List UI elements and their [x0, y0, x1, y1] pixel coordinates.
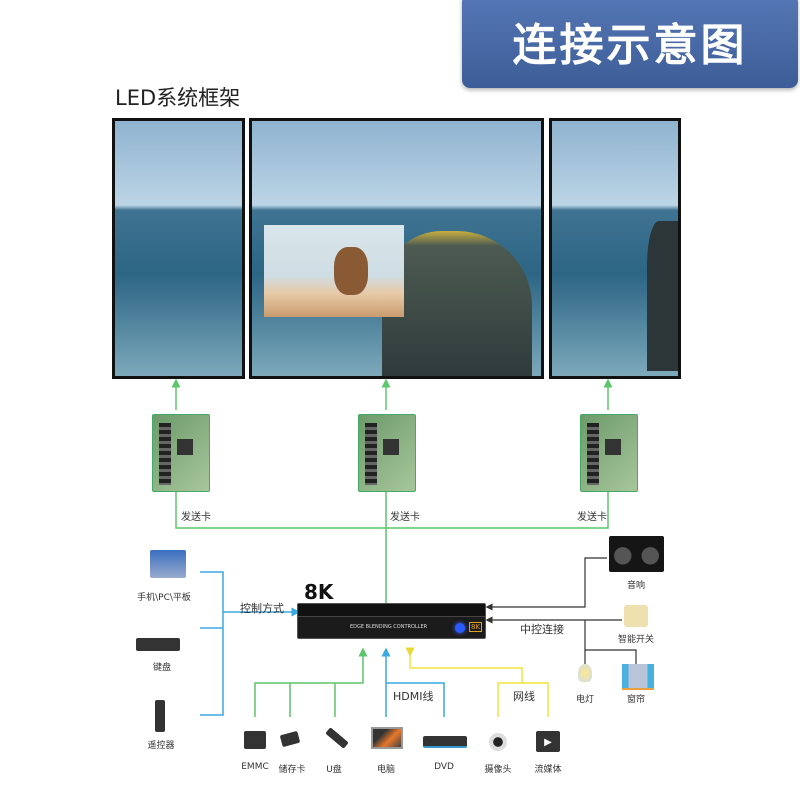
curtain-icon	[622, 664, 654, 690]
control-method-label: 控制方式	[240, 602, 284, 615]
edge-blending-controller: EDGE BLENDING CONTROLLER 8K	[297, 603, 486, 639]
frame-title: LED系统框架	[115, 86, 241, 110]
sender-card-label: 发送卡	[390, 512, 420, 523]
device-label: 遥控器	[147, 741, 175, 751]
controller-logo: 8K	[469, 622, 483, 632]
light-bulb-icon	[578, 664, 592, 682]
laptop-icon	[371, 727, 403, 749]
led-screen-left	[112, 118, 245, 379]
chipmunk-image	[264, 225, 404, 317]
sender-card-label: 发送卡	[577, 512, 607, 523]
device-label: DVD	[434, 762, 454, 772]
device-label: 窗帘	[626, 695, 646, 705]
power-button[interactable]	[455, 623, 465, 633]
sender-card-label: 发送卡	[181, 512, 211, 523]
led-screen-right	[549, 118, 681, 379]
speaker-icon	[609, 536, 664, 572]
keyboard-icon	[136, 638, 180, 651]
banner-title: 连接示意图	[462, 0, 798, 88]
device-label: 摄像头	[484, 765, 512, 775]
device-label: 储存卡	[278, 765, 306, 775]
device-label: EMMC	[241, 762, 269, 772]
device-label: 音响	[626, 581, 646, 591]
sender-card-left	[152, 414, 210, 492]
device-label: 智能开关	[617, 635, 655, 645]
device-label: 电灯	[575, 695, 595, 705]
streaming-media-icon: ▶	[536, 731, 560, 752]
camera-icon	[489, 733, 507, 751]
rock-image	[382, 231, 532, 376]
sender-card-center	[358, 414, 416, 492]
sender-card-right	[580, 414, 638, 492]
laptop-tablet-phone-icon	[150, 550, 186, 578]
central-control-label: 中控连接	[520, 623, 564, 636]
device-label: 电脑	[376, 765, 396, 775]
hdmi-label: HDMI线	[393, 690, 434, 703]
device-label: 手机\PC\平板	[137, 593, 191, 603]
smart-switch-icon	[624, 605, 648, 627]
network-label: 网线	[513, 690, 535, 703]
device-label: U盘	[326, 765, 342, 775]
controller-badge: 8K	[304, 580, 334, 604]
emmc-icon	[244, 731, 266, 749]
controller-panel-text: EDGE BLENDING CONTROLLER	[350, 624, 428, 630]
dvd-player-icon	[423, 736, 467, 748]
remote-control-icon	[155, 700, 165, 732]
led-screen-center	[249, 118, 544, 379]
device-label: 键盘	[152, 663, 172, 673]
device-label: 流媒体	[534, 765, 562, 775]
